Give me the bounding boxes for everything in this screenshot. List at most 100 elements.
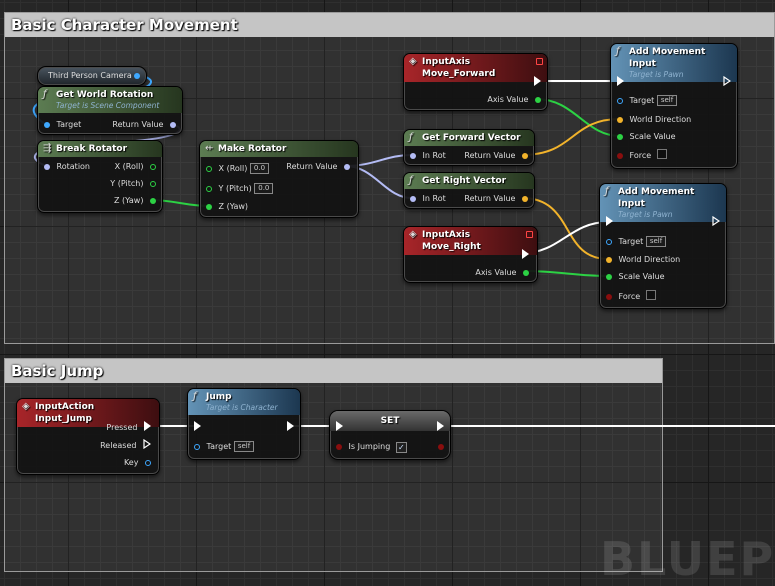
- x-roll-pin[interactable]: [206, 166, 212, 172]
- node-inputaxis-move-forward[interactable]: ◈ InputAxis Move_Forward Axis Value: [403, 53, 548, 111]
- node-get-forward-vector[interactable]: ƒ Get Forward Vector In Rot Return Value: [403, 129, 535, 166]
- event-diamond-icon: ◈: [409, 229, 417, 240]
- node-third-person-camera[interactable]: Third Person Camera: [37, 66, 147, 86]
- scale-value-pin[interactable]: [617, 134, 623, 140]
- pressed-pin[interactable]: [144, 421, 151, 431]
- event-output-icon: [526, 231, 533, 238]
- released-pin-icon[interactable]: [143, 438, 152, 450]
- in-rot-label: In Rot: [422, 194, 446, 203]
- force-pin[interactable]: [606, 294, 612, 300]
- target-self-box[interactable]: self: [233, 441, 255, 452]
- target-pin[interactable]: [617, 98, 623, 104]
- target-self-box[interactable]: self: [656, 95, 678, 106]
- node-make-rotator[interactable]: ⇷ Make Rotator X (Roll) 0.0 Y (Pitch) 0.…: [199, 140, 359, 218]
- node-get-right-vector[interactable]: ƒ Get Right Vector In Rot Return Value: [403, 172, 535, 209]
- world-direction-pin[interactable]: [606, 257, 612, 263]
- released-label: Released: [100, 441, 137, 450]
- node-title: Add Movement Input: [618, 187, 695, 209]
- x-roll-pin[interactable]: [150, 164, 156, 170]
- node-title: InputAction Input_Jump: [35, 402, 95, 424]
- y-pitch-label: Y (Pitch): [110, 179, 144, 188]
- target-self-box[interactable]: self: [645, 236, 667, 247]
- return-value-pin[interactable]: [522, 153, 528, 159]
- make-struct-icon: ⇷: [205, 143, 214, 154]
- exec-in-pin[interactable]: [336, 421, 343, 431]
- rotation-label: Rotation: [56, 162, 91, 171]
- return-value-label: Return Value: [464, 194, 516, 203]
- comment-basic-jump[interactable]: Basic Jump: [4, 358, 663, 572]
- return-value-label: Return Value: [286, 162, 338, 171]
- scale-value-pin[interactable]: [606, 274, 612, 280]
- function-icon: ƒ: [193, 391, 197, 402]
- force-checkbox[interactable]: [645, 290, 656, 300]
- axis-value-pin[interactable]: [535, 97, 541, 103]
- wire-forward-world: [521, 118, 621, 156]
- exec-out-hollow-icon[interactable]: [712, 215, 721, 227]
- target-pin[interactable]: [194, 444, 200, 450]
- wire-right-world: [521, 197, 609, 260]
- wire-axis-forward: [535, 98, 621, 137]
- exec-in-pin[interactable]: [606, 216, 613, 226]
- exec-out-pin[interactable]: [437, 421, 444, 431]
- force-label: Force: [618, 292, 641, 301]
- node-title: Add Movement Input: [629, 47, 706, 69]
- exec-out-pin[interactable]: [522, 249, 529, 259]
- function-icon: ƒ: [43, 89, 47, 100]
- rotation-pin[interactable]: [44, 164, 50, 170]
- is-jumping-pin[interactable]: [336, 444, 342, 450]
- function-icon: ƒ: [605, 186, 609, 197]
- y-pitch-label: Y (Pitch): [218, 184, 252, 193]
- force-pin[interactable]: [617, 153, 623, 159]
- camera-output-pin[interactable]: [134, 73, 140, 79]
- z-yaw-pin[interactable]: [206, 204, 212, 210]
- in-rot-pin[interactable]: [410, 196, 416, 202]
- target-label: Target: [56, 120, 82, 129]
- exec-in-pin[interactable]: [617, 76, 624, 86]
- is-jumping-out-pin[interactable]: [438, 444, 444, 450]
- exec-out-pin[interactable]: [713, 76, 720, 86]
- is-jumping-checkbox[interactable]: ✓: [395, 442, 407, 453]
- event-output-icon: [536, 58, 543, 65]
- axis-value-pin[interactable]: [523, 270, 529, 276]
- node-title: Make Rotator: [218, 144, 287, 154]
- pressed-label: Pressed: [106, 423, 138, 432]
- node-jump[interactable]: ƒ Jump Target is Character Target self: [187, 388, 301, 460]
- return-value-pin[interactable]: [170, 122, 176, 128]
- node-break-rotator[interactable]: ⇶ Break Rotator Rotation X (Roll) Y (Pit…: [37, 140, 163, 213]
- exec-out-pin[interactable]: [287, 421, 294, 431]
- node-add-movement-input-right[interactable]: ƒ Add Movement Input Target is Pawn Targ…: [599, 183, 727, 309]
- x-roll-label: X (Roll): [218, 164, 248, 173]
- y-pitch-pin[interactable]: [206, 186, 212, 192]
- node-add-movement-input-forward[interactable]: ƒ Add Movement Input Target is Pawn Targ…: [610, 43, 738, 169]
- node-get-world-rotation[interactable]: ƒ Get World Rotation Target is Scene Com…: [37, 86, 183, 135]
- node-inputaxis-move-right[interactable]: ◈ InputAxis Move_Right Axis Value: [403, 226, 538, 283]
- force-checkbox[interactable]: [656, 149, 667, 159]
- x-roll-input[interactable]: 0.0: [249, 163, 270, 174]
- node-set-is-jumping[interactable]: SET Is Jumping ✓: [329, 410, 451, 460]
- key-pin[interactable]: [145, 460, 151, 466]
- y-pitch-input[interactable]: 0.0: [254, 183, 274, 194]
- node-title: Jump: [206, 392, 232, 402]
- node-inputaction-input-jump[interactable]: ◈ InputAction Input_Jump Pressed Release…: [16, 398, 160, 475]
- target-pin[interactable]: [606, 239, 612, 245]
- exec-in-pin[interactable]: [194, 421, 201, 431]
- target-pin[interactable]: [44, 122, 50, 128]
- event-diamond-icon: ◈: [409, 56, 417, 67]
- node-subtitle: Target is Pawn: [618, 210, 673, 219]
- node-title: InputAxis Move_Right: [422, 230, 481, 252]
- y-pitch-pin[interactable]: [150, 181, 156, 187]
- axis-value-label: Axis Value: [475, 268, 517, 277]
- world-direction-pin[interactable]: [617, 117, 623, 123]
- node-title: Get World Rotation: [56, 90, 154, 100]
- node-title: SET: [330, 411, 450, 431]
- x-roll-label: X (Roll): [114, 162, 144, 171]
- node-title: InputAxis Move_Forward: [422, 57, 496, 79]
- in-rot-pin[interactable]: [410, 153, 416, 159]
- z-yaw-pin[interactable]: [150, 198, 156, 204]
- node-subtitle: Target is Scene Component: [56, 101, 160, 110]
- exec-out-pin[interactable]: [534, 76, 541, 86]
- return-value-pin[interactable]: [344, 164, 350, 170]
- force-label: Force: [629, 151, 652, 160]
- return-value-pin[interactable]: [522, 196, 528, 202]
- world-direction-label: World Direction: [629, 115, 692, 124]
